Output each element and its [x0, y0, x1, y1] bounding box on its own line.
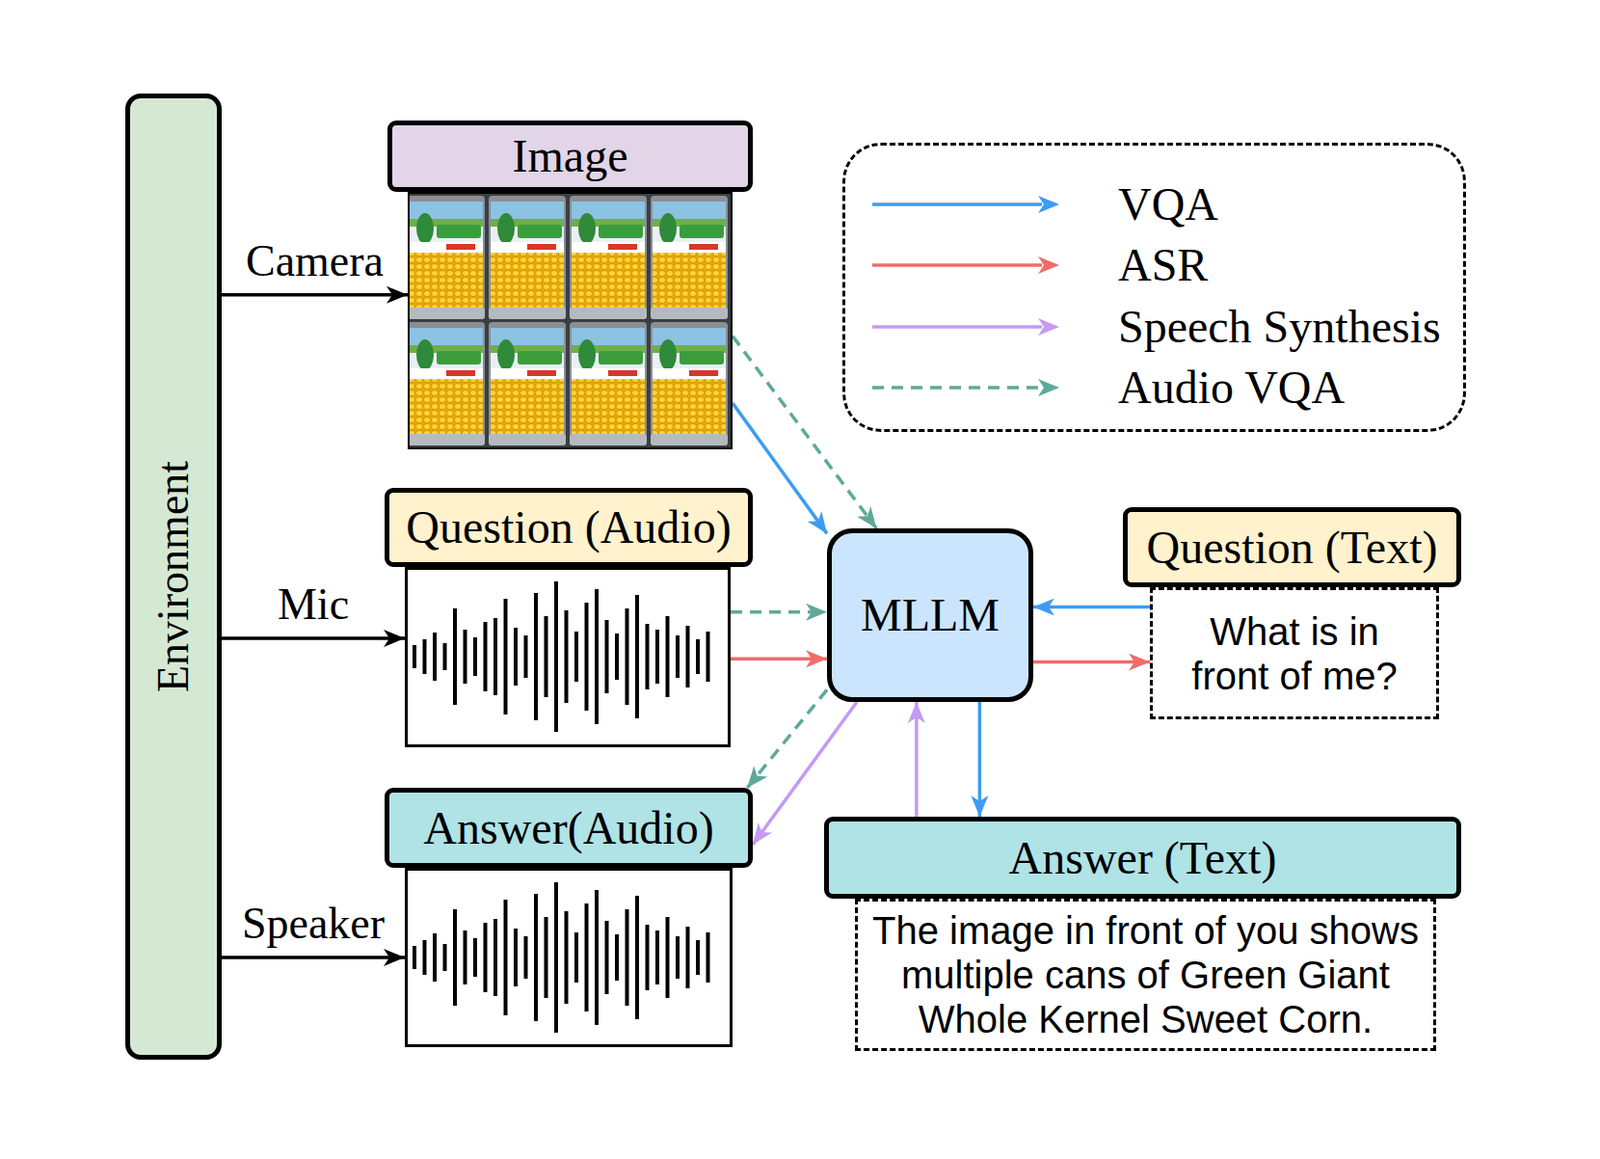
legend-entry: Audio VQA [845, 358, 1463, 417]
connector-arrow [221, 293, 408, 297]
audio-answer-panel: Answer(Audio) [384, 787, 753, 1047]
panel-header: Answer (Text) [824, 816, 1462, 899]
text-answer-panel: Answer (Text)The image in front of you s… [824, 816, 1462, 1051]
panel-body [404, 566, 731, 747]
legend-arrow-sample [870, 358, 1064, 417]
model-box: MLLM [826, 528, 1034, 702]
legend-arrow-sample [870, 175, 1064, 234]
environment-band: Environment [125, 93, 222, 1060]
text-question-panel: Question (Text) What is in front of me? [1122, 506, 1462, 720]
edge-label: Mic [277, 579, 349, 631]
legend-entry: VQA [845, 175, 1463, 234]
panel-body: What is in front of me? [1149, 586, 1440, 720]
edge-label: Camera [245, 236, 384, 288]
node-label: MLLM [860, 587, 1000, 641]
connector-arrow [732, 336, 877, 529]
edge-label: Speaker [241, 898, 385, 950]
connector-arrow [221, 955, 405, 960]
connector-arrow [1033, 660, 1150, 665]
connector-arrow [221, 636, 405, 640]
connector-arrow [978, 701, 983, 817]
legend-entry: ASR [845, 236, 1463, 294]
panel-header: Question (Audio) [384, 487, 753, 567]
panel-body [404, 867, 733, 1047]
legend-text: ASR [1118, 236, 1208, 294]
legend-text: VQA [1118, 175, 1219, 234]
band-label: Environment [148, 460, 200, 693]
panel-body [407, 191, 733, 450]
cans-photo [407, 191, 733, 450]
image-panel: Image [387, 120, 753, 450]
panel-header: Image [387, 120, 753, 192]
panel-header: Answer(Audio) [384, 787, 753, 868]
legend-text: Audio VQA [1118, 358, 1345, 417]
panel-body: The image in front of you shows multiple… [854, 898, 1437, 1051]
connector-arrow [730, 610, 827, 614]
legend-arrow-sample [870, 236, 1064, 294]
audio-question-panel: Question (Audio) [384, 487, 753, 747]
waveform [414, 881, 709, 1033]
legend-arrow-sample [870, 297, 1064, 356]
body-text: What is in front of me? [1178, 609, 1411, 698]
connector-arrow [1033, 605, 1150, 610]
connector-arrow [730, 657, 827, 662]
legend-text: Speech Synthesis [1118, 297, 1441, 356]
legend-entry: Speech Synthesis [845, 297, 1463, 356]
connector-arrow [914, 701, 919, 817]
legend-box: VQAASRSpeech SynthesisAudio VQA [842, 142, 1467, 432]
connector-arrow [746, 689, 827, 788]
waveform [414, 581, 709, 732]
panel-header: Question (Text) [1122, 506, 1462, 587]
body-text: The image in front of you shows multiple… [861, 907, 1430, 1041]
